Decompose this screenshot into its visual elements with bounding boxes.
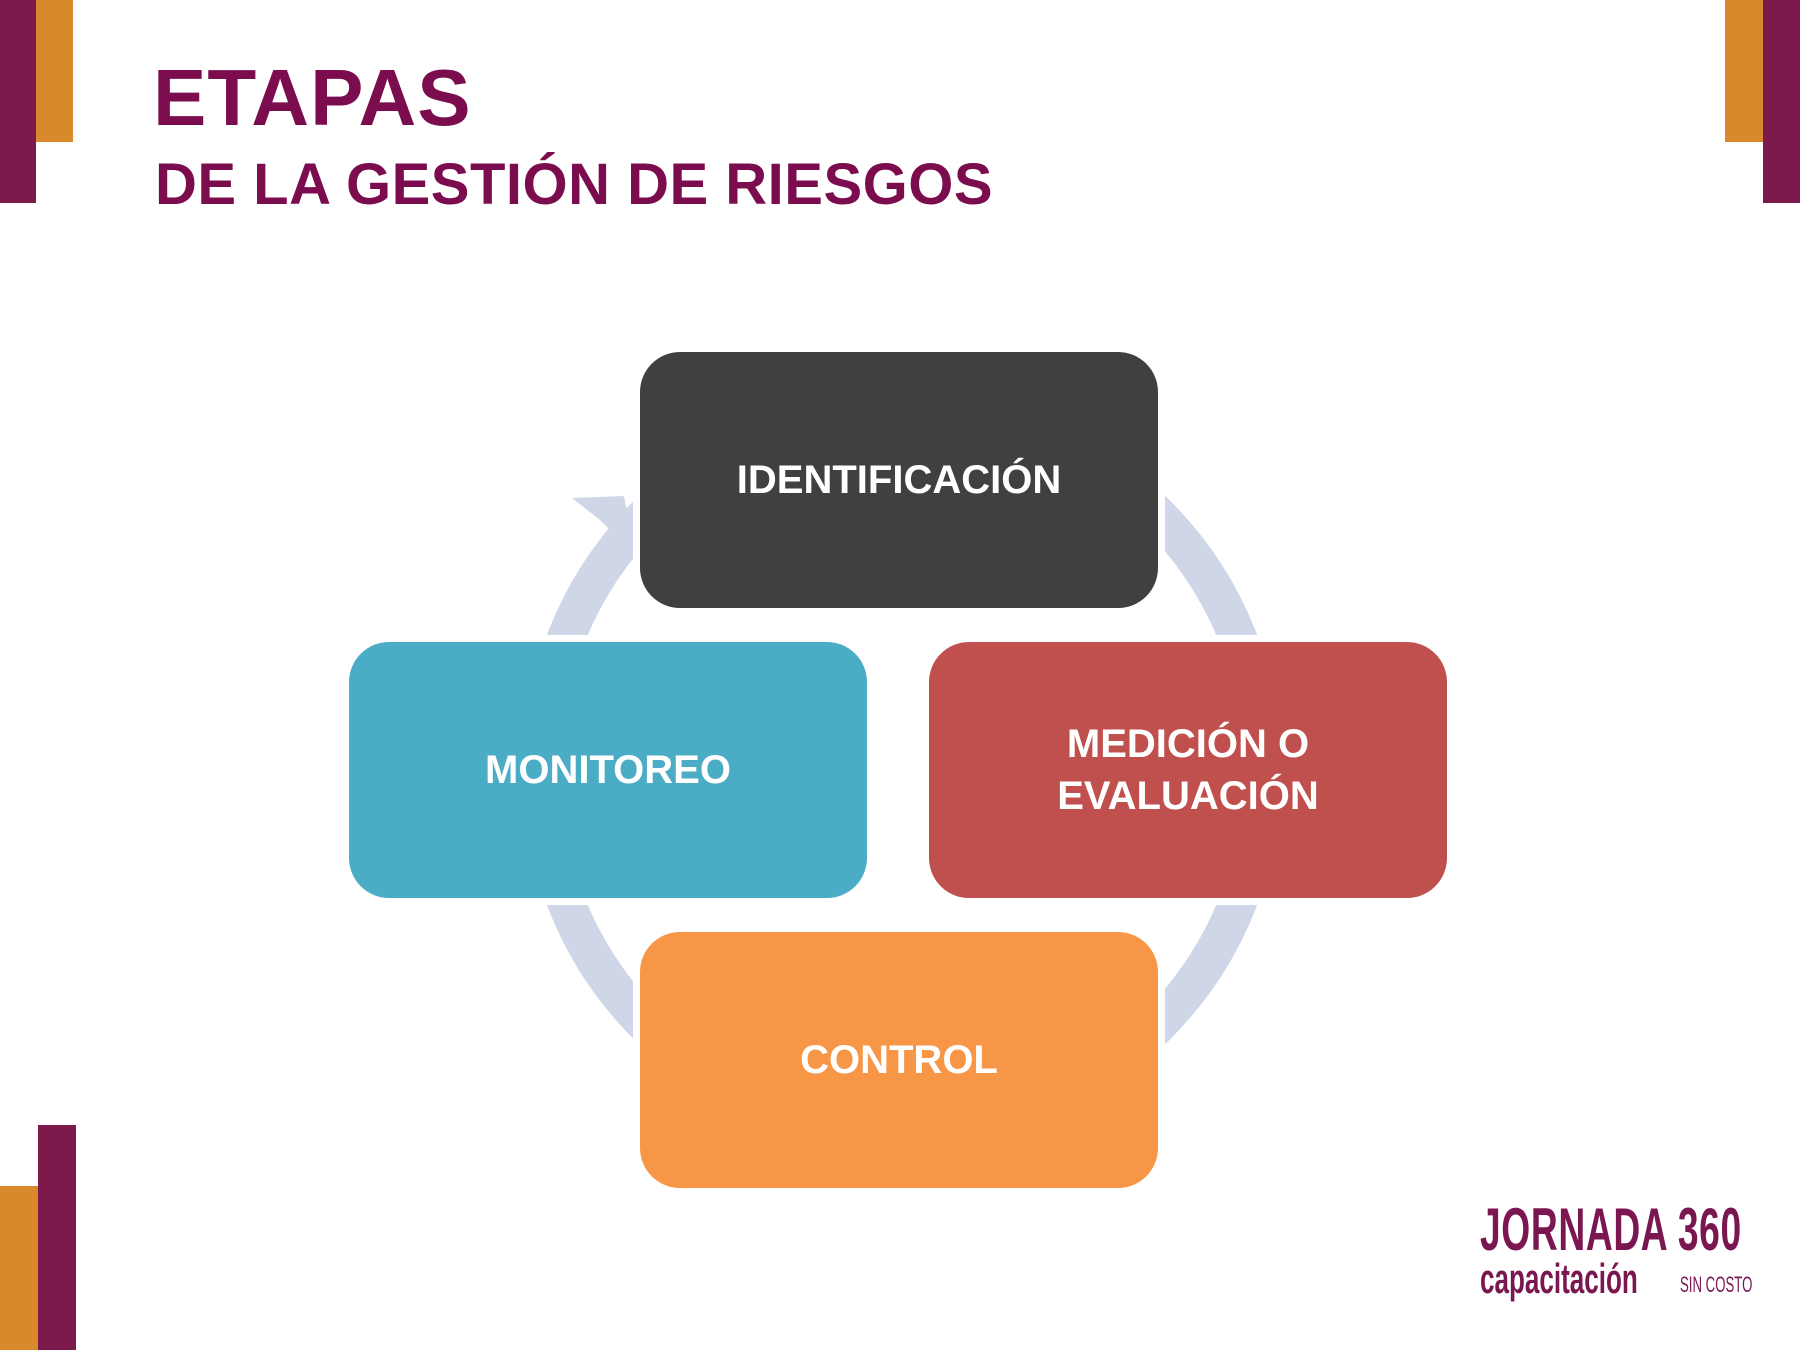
- logo-tag: SIN COSTO: [1680, 1272, 1753, 1297]
- stage-control: CONTROL: [640, 932, 1158, 1188]
- slide-subtitle: DE LA GESTIÓN DE RIESGOS: [155, 152, 994, 217]
- stage-monitoreo: MONITOREO: [349, 642, 867, 898]
- corner-bar-orange-bottom-left: [0, 1186, 38, 1350]
- corner-bar-purple-top-left: [0, 0, 36, 203]
- stage-label-line1: MEDICIÓN O: [1066, 722, 1310, 766]
- stage-identificacion: IDENTIFICACIÓN: [640, 352, 1158, 608]
- stage-medicion-evaluacion: MEDICIÓN O EVALUACIÓN: [929, 642, 1447, 898]
- stage-label-line2: EVALUACIÓN: [1057, 774, 1319, 818]
- stage-label: CONTROL: [800, 1038, 998, 1082]
- slide-title: ETAPAS: [153, 53, 472, 142]
- corner-bar-purple-top-right: [1763, 0, 1800, 203]
- stage-label: IDENTIFICACIÓN: [736, 458, 1062, 502]
- logo-line1: JORNADA 360: [1480, 1196, 1742, 1263]
- corner-bar-orange-top-right: [1725, 0, 1763, 142]
- stage-label: MONITOREO: [485, 748, 731, 792]
- corner-bar-purple-bottom-left: [38, 1125, 76, 1350]
- logo-line2: capacitación: [1480, 1255, 1638, 1302]
- jornada-360-logo: JORNADA 360 capacitación SIN COSTO: [1480, 1200, 1760, 1300]
- corner-bar-orange-top-left: [36, 0, 73, 142]
